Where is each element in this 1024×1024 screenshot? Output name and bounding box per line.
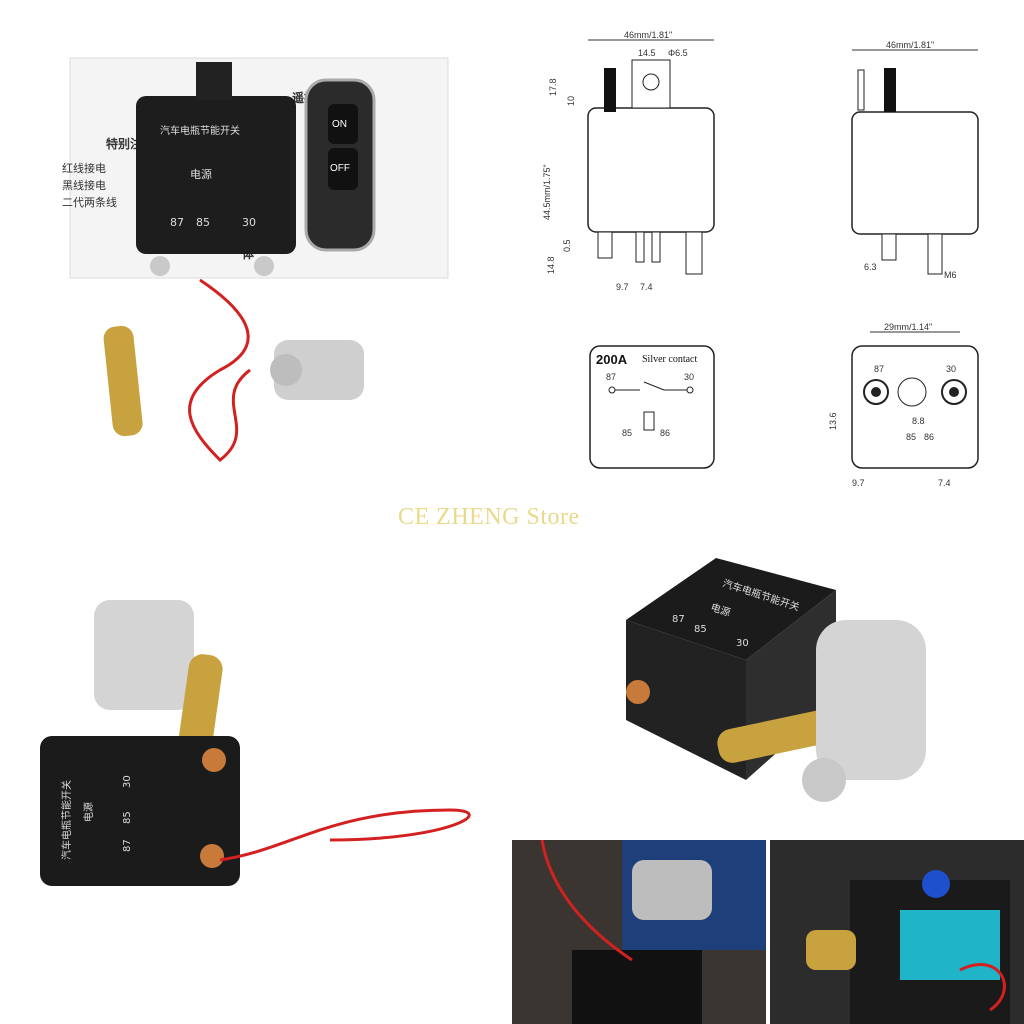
store-watermark: CE ZHENG Store <box>398 504 580 530</box>
relay-front <box>626 620 746 780</box>
schematic-pin-30: 30 <box>684 372 694 382</box>
battery-clamp <box>816 620 926 780</box>
box-text-line2: 红线接电 <box>62 161 106 175</box>
relay-body <box>572 950 702 1024</box>
relay-pin-85: 85 <box>196 216 210 229</box>
bottom-pin-85: 85 <box>906 432 916 442</box>
front-height-label: 44.5mm/1.75" <box>542 164 552 220</box>
red-wire <box>188 278 251 462</box>
relay-clamp-photo-panel: 汽车电瓶节能开关 电源 87 85 30 <box>30 590 490 900</box>
terminal-bolt <box>202 748 226 772</box>
dim-9-7: 9.7 <box>616 282 629 292</box>
dim-m6: M6 <box>944 270 957 280</box>
remote-off-label: OFF <box>330 163 350 174</box>
dim-17-8: 17.8 <box>548 78 558 96</box>
schematic-box <box>589 345 715 469</box>
side-view-body <box>851 111 979 235</box>
remote-on-label: ON <box>332 119 347 130</box>
relay-top <box>626 558 836 660</box>
relay-pin-85: 85 <box>694 624 707 635</box>
side-width-label: 46mm/1.81" <box>886 40 934 50</box>
terminal-bolt <box>150 256 170 276</box>
relay-power-label: 电源 <box>82 802 95 822</box>
bottom-pin-30: 30 <box>946 364 956 374</box>
dimension-diagram-panel: 46mm/1.81" 14.5 Φ6.5 17.8 10 44.5mm/1.75… <box>540 20 1010 490</box>
schematic-pin-85: 85 <box>622 428 632 438</box>
relay-power-label: 电源 <box>190 167 212 181</box>
bottom-pin-86: 86 <box>924 432 934 442</box>
battery-clamp <box>632 860 712 920</box>
relay-body <box>40 736 240 886</box>
clamp-nut <box>802 758 846 802</box>
bottom-width-label: 29mm/1.14" <box>884 322 932 332</box>
relay-pin-87: 87 <box>170 216 184 229</box>
relay-pin-87: 87 <box>122 839 133 852</box>
dim-6-3: 6.3 <box>864 262 877 272</box>
clamp-nut <box>270 354 302 386</box>
battery-label <box>900 910 1000 980</box>
remote-off-button <box>328 148 358 190</box>
box-text-line4: 二代两条线 <box>62 195 117 209</box>
relay-pin-30: 30 <box>122 775 133 788</box>
installed-photo-1 <box>512 840 766 1024</box>
battery-clamp <box>94 600 194 710</box>
box-text-line3: 黑线接电 <box>62 178 106 192</box>
front-view-body <box>587 107 715 233</box>
dim-13-6: 13.6 <box>828 412 838 430</box>
dim-phi-6-5: Φ6.5 <box>668 48 688 58</box>
red-wire <box>540 840 633 962</box>
relay-switch-label: 汽车电瓶节能开关 <box>160 124 240 137</box>
schematic-contact: Silver contact <box>642 354 697 365</box>
dim-14-8: 14.8 <box>546 256 556 274</box>
relay-body <box>136 96 296 254</box>
terminal-bolt <box>200 844 224 868</box>
bottom-dim-7-4: 7.4 <box>938 478 951 488</box>
relay-mount-tab <box>196 62 232 100</box>
battery-clamp <box>274 340 364 400</box>
relay-pin-87: 87 <box>672 614 685 625</box>
brass-plate <box>103 325 143 437</box>
remote-on-button <box>328 104 358 144</box>
product-photo: 特别注 红线接电 黑线接电 二代两条线 遥控断电 体 汽车电瓶节能开关 电源 8… <box>62 57 449 462</box>
terminal-bolt <box>626 680 650 704</box>
front-width-label: 46mm/1.81" <box>624 30 672 40</box>
bottom-dim-9-7: 9.7 <box>852 478 865 488</box>
front-view-bolt <box>604 68 616 112</box>
dim-0-5: 0.5 <box>562 239 572 252</box>
dim-10: 10 <box>566 96 576 106</box>
front-view-tab <box>631 59 671 109</box>
terminal-bolt <box>254 256 274 276</box>
installed-photo-2 <box>770 840 1024 1024</box>
relay-switch-label: 汽车电瓶节能开关 <box>60 780 73 860</box>
blue-terminal-cap <box>922 870 950 898</box>
dim-8-8: 8.8 <box>912 416 925 426</box>
red-wire <box>219 808 471 862</box>
schematic-pin-86: 86 <box>660 428 670 438</box>
schematic-pin-87: 87 <box>606 372 616 382</box>
red-wire <box>959 963 1006 1012</box>
brass-plate <box>806 930 856 970</box>
product-photo-panel: 特别注 红线接电 黑线接电 二代两条线 遥控断电 体 汽车电瓶节能开关 电源 8… <box>60 40 460 480</box>
box-text-line1: 特别注 <box>106 136 142 151</box>
dimension-diagram: 46mm/1.81" 14.5 Φ6.5 17.8 10 44.5mm/1.75… <box>542 30 979 488</box>
relay-angle-photo: 汽车电瓶节能开关 电源 87 85 30 <box>626 558 926 802</box>
bottom-pin-87: 87 <box>874 364 884 374</box>
schematic-rating: 200A <box>596 352 628 367</box>
relay-pin-30: 30 <box>736 638 749 649</box>
bottom-view-box <box>851 345 979 469</box>
relay-clamp-photo: 汽车电瓶节能开关 电源 87 85 30 <box>40 600 471 886</box>
relay-pin-30: 30 <box>242 216 256 229</box>
dim-14-5: 14.5 <box>638 48 656 58</box>
relay-angle-photo-panel: 汽车电瓶节能开关 电源 87 85 30 <box>596 550 1016 820</box>
relay-pin-85: 85 <box>122 811 133 824</box>
dim-7-4: 7.4 <box>640 282 653 292</box>
